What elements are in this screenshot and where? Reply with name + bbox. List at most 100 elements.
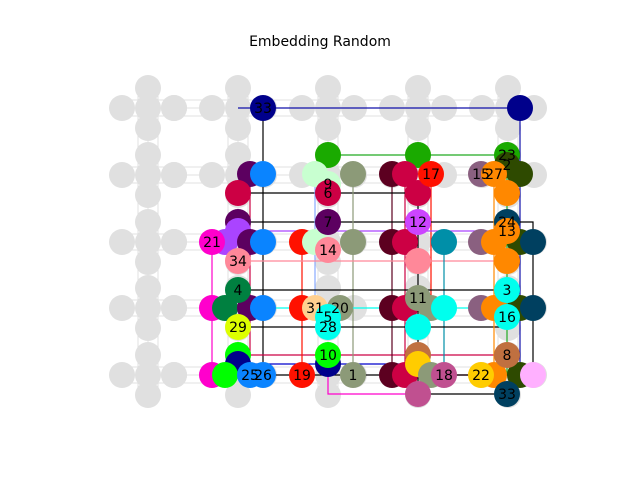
graph-node [315,342,341,368]
graph-node [431,362,457,388]
node-label: 23 [498,148,516,164]
node-label: 28 [319,320,337,336]
graph-dot [392,161,418,187]
ghost-node [315,382,341,408]
graph-dot [340,229,366,255]
node-label: 19 [293,368,311,384]
node-label: 16 [498,310,516,326]
node-label: 10 [319,348,337,364]
ghost-node [161,295,187,321]
graph-node [481,161,507,187]
ghost-node [315,75,341,101]
node-label: 31 [306,301,324,317]
ghost-node [225,75,251,101]
graph-node [418,161,444,187]
ghost-node [109,95,135,121]
ghost-node [135,162,161,188]
graph-dot [250,229,276,255]
node-label: 1 [349,368,358,384]
node-label: 33 [254,101,272,117]
ghost-node [135,182,161,208]
ghost-node [135,275,161,301]
graph-node [225,314,251,340]
ghost-node [135,342,161,368]
ghost-node [199,162,225,188]
node-label: 9 [324,177,333,193]
ghost-node [109,229,135,255]
graph-dot [405,248,431,274]
graph-dot [405,142,431,168]
ghost-node [135,115,161,141]
ghost-node [135,382,161,408]
graph-node [468,362,494,388]
ghost-node [495,115,521,141]
node-label: 33 [498,387,516,403]
graph-dot [212,295,238,321]
node-label: 4 [234,283,243,299]
ghost-node [109,162,135,188]
dot-layer [199,95,546,407]
graph-dot [405,314,431,340]
ghost-node [135,229,161,255]
graph-dot [520,362,546,388]
graph-node [340,362,366,388]
node-label: 27 [485,167,503,183]
ghost-node [109,362,135,388]
ghost-node [199,95,225,121]
ghost-node [495,75,521,101]
ghost-node [225,382,251,408]
node-label: 15 [472,167,490,183]
ghost-node [225,142,251,168]
graph-node [250,95,276,121]
ghost-node [225,115,251,141]
graph-node [405,285,431,311]
node-label: 8 [503,348,512,364]
graph-node [315,314,341,340]
graph-node [494,218,520,244]
graph-dot [392,229,418,255]
graph-node [315,209,341,235]
graph-edge [249,174,507,356]
graph-dot [431,295,457,321]
graph-node [289,362,315,388]
node-label: 18 [435,368,453,384]
node-label: 6 [324,186,333,202]
graph-dot [520,229,546,255]
node-label: 29 [229,320,247,336]
node-label: 13 [498,224,516,240]
ghost-node [135,75,161,101]
node-label: 21 [203,235,221,251]
graph-dot [405,381,431,407]
graph-dot [494,248,520,274]
graph-dot [212,362,238,388]
ghost-node [135,142,161,168]
graph-dot [250,295,276,321]
ghost-node [135,249,161,275]
ghost-node [161,162,187,188]
graph-node [494,277,520,303]
node-label: 11 [409,291,427,307]
node-label: 25 [241,368,259,384]
graph-node [405,209,431,235]
ghost-node [161,229,187,255]
node-label: 20 [331,301,349,317]
node-label: 3 [503,283,512,299]
ghost-node [315,275,341,301]
graph-node [494,342,520,368]
graph-dot [507,95,533,121]
ghost-node [405,75,431,101]
graph-dot [315,142,341,168]
graph-node [225,277,251,303]
graph-node [250,362,276,388]
ghost-node [109,295,135,321]
graph-node [315,180,341,206]
graph-node [494,381,520,407]
graph-dot [225,180,251,206]
node-label: 26 [254,368,272,384]
node-label: 14 [319,243,337,259]
ghost-node [161,95,187,121]
ghost-node [135,362,161,388]
node-label: 7 [324,215,333,231]
